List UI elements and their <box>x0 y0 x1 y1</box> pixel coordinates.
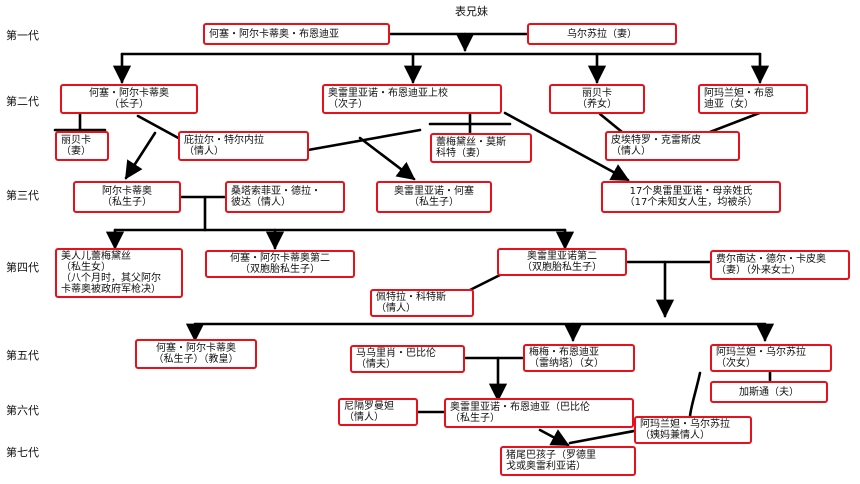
generation-5-label: 第五代 <box>6 349 39 362</box>
generation-4-label: 第四代 <box>6 261 39 274</box>
person-name: 何塞・阿尔卡蒂奥・布恩迪亚 <box>209 28 339 40</box>
person-name: 丽贝卡 <box>582 88 612 99</box>
person-name: 猪尾巴孩子（罗德里 <box>506 450 596 461</box>
person-name: 桑塔索菲亚・德拉・ <box>231 186 321 197</box>
person-role: （17个未知女人生，均被杀） <box>624 197 758 208</box>
person-name: 庇拉尔・特尔内拉 <box>184 135 264 146</box>
person-box: 奥雷里亚诺・何塞 （私生子） <box>376 181 492 213</box>
person-name: 梅梅・布恩迪亚 <box>529 347 599 358</box>
person-box: 丽贝卡 （妻） <box>55 131 109 161</box>
person-name: 奥雷里亚诺・布恩迪亚（巴比伦 <box>450 402 590 413</box>
person-name: 何塞・阿尔卡蒂奥 <box>89 88 169 99</box>
person-role: （次子） <box>328 99 368 110</box>
person-role: 迪亚（女） <box>704 99 754 110</box>
person-box: 尼隔罗曼妲 （情人） <box>338 398 418 426</box>
person-role: （双胞胎私生子） <box>240 264 320 275</box>
person-note: 卡蒂奥被政府军枪决） <box>61 284 161 295</box>
person-box: 马乌里肖・巴比伦 （情夫） <box>350 345 465 373</box>
person-role: （双胞胎私生子） <box>522 262 602 273</box>
person-box: 美人儿蕾梅黛丝 （私生女） （八个月时，其父阿尔 卡蒂奥被政府军枪决） <box>55 248 183 298</box>
person-role: （情夫） <box>356 359 396 370</box>
person-name: 丽贝卡 <box>61 135 91 146</box>
person-box: 费尔南达・德尔・卡皮奥 （妻）（外来女士） <box>710 250 850 280</box>
person-note: （八个月时，其父阿尔 <box>61 273 161 284</box>
person-name: 尼隔罗曼妲 <box>344 401 394 412</box>
person-name: 奥雷里亚诺・何塞 <box>394 186 474 197</box>
generation-6-label: 第六代 <box>6 404 39 417</box>
person-box: 阿尔卡蒂奥 （私生子） <box>73 181 181 213</box>
person-name: 蕾梅黛丝・莫斯 <box>436 137 506 148</box>
person-box: 庇拉尔・特尔内拉 （情人） <box>178 131 309 161</box>
person-box: 加斯通（夫） <box>710 381 828 403</box>
person-box: 17个奥雷里亚诺・母亲姓氏 （17个未知女人生，均被杀） <box>601 181 781 213</box>
person-role: （长子） <box>109 99 149 110</box>
generation-1-label: 第一代 <box>6 29 39 42</box>
person-box: 猪尾巴孩子（罗德里 戈或奥雷利亚诺） <box>500 446 636 476</box>
person-name: 皮埃特罗・克雷斯皮 <box>611 135 701 146</box>
person-box: 奥雷里亚诺・布恩迪亚上校 （次子） <box>322 84 502 114</box>
person-box: 何塞・阿尔卡蒂奥第二 （双胞胎私生子） <box>205 250 355 278</box>
person-box: 何塞・阿尔卡蒂奥 （长子） <box>60 84 198 114</box>
person-role: （私生女） <box>61 262 111 273</box>
person-name: 阿玛兰妲・布恩 <box>704 88 774 99</box>
person-name: 阿玛兰妲・乌尔苏拉 <box>716 347 806 358</box>
person-box: 佩特拉・科特斯 （情人） <box>370 289 474 317</box>
person-box: 阿玛兰妲・布恩 迪亚（女） <box>698 84 808 114</box>
person-name: 佩特拉・科特斯 <box>376 292 446 303</box>
person-name: 奥雷里亚诺第二 <box>527 251 597 262</box>
person-box: 皮埃特罗・克雷斯皮 （情人） <box>605 131 740 161</box>
person-name: 美人儿蕾梅黛丝 <box>61 251 131 262</box>
person-role: （私生子） <box>450 413 500 424</box>
person-role: （养女） <box>577 99 617 110</box>
person-name: 阿玛兰妲・乌尔苏拉 <box>640 419 730 430</box>
person-role: （情人） <box>376 303 416 314</box>
person-box: 丽贝卡 （养女） <box>549 84 645 114</box>
person-role: （妻）（外来女士） <box>716 265 801 276</box>
person-name: 何塞・阿尔卡蒂奥第二 <box>230 253 330 264</box>
person-box: 奥雷里亚诺・布恩迪亚（巴比伦 （私生子） <box>444 398 634 428</box>
person-role: （私生子） <box>409 197 459 208</box>
person-name: 马乌里肖・巴比伦 <box>356 348 436 359</box>
person-box: 奥雷里亚诺第二 （双胞胎私生子） <box>497 248 627 276</box>
person-role: （次女） <box>716 358 756 369</box>
person-role: （雷纳塔）（女） <box>529 358 604 369</box>
person-name: 阿尔卡蒂奥 <box>102 186 152 197</box>
person-role: （私生子）（教皇） <box>153 354 239 365</box>
person-name: 乌尔苏拉（妻） <box>567 28 637 40</box>
person-role: （情人） <box>184 146 224 157</box>
person-box: 阿玛兰妲・乌尔苏拉 （次女） <box>710 344 832 372</box>
person-box: 蕾梅黛丝・莫斯 科特（妻） <box>430 133 532 163</box>
person-name: 加斯通（夫） <box>739 386 799 398</box>
person-box: 桑塔索菲亚・德拉・ 彼达（情人） <box>225 181 345 213</box>
generation-7-label: 第七代 <box>6 446 39 459</box>
person-box: 梅梅・布恩迪亚 （雷纳塔）（女） <box>523 344 635 372</box>
person-role: 戈或奥雷利亚诺） <box>506 461 586 472</box>
cousins-label: 表兄妹 <box>455 5 488 18</box>
person-role: （情人） <box>611 146 651 157</box>
person-role: 科特（妻） <box>436 148 486 159</box>
generation-2-label: 第二代 <box>6 95 39 108</box>
person-name: 何塞・阿尔卡蒂奥 <box>156 343 236 354</box>
person-role: （私生子） <box>102 197 152 208</box>
person-name: 奥雷里亚诺・布恩迪亚上校 <box>328 88 448 99</box>
person-name: 17个奥雷里亚诺・母亲姓氏 <box>629 186 753 197</box>
person-role: （情人） <box>344 412 384 423</box>
person-box: 乌尔苏拉（妻） <box>527 23 677 45</box>
person-role: 彼达（情人） <box>231 197 291 208</box>
person-box: 何塞・阿尔卡蒂奥 （私生子）（教皇） <box>135 339 257 369</box>
generation-3-label: 第三代 <box>6 189 39 202</box>
person-box: 阿玛兰妲・乌尔苏拉 （姨妈兼情人） <box>634 416 752 444</box>
person-box: 何塞・阿尔卡蒂奥・布恩迪亚 <box>203 23 390 45</box>
person-role: （妻） <box>61 146 91 157</box>
person-name: 费尔南达・德尔・卡皮奥 <box>716 254 826 265</box>
person-role: （姨妈兼情人） <box>640 430 710 441</box>
